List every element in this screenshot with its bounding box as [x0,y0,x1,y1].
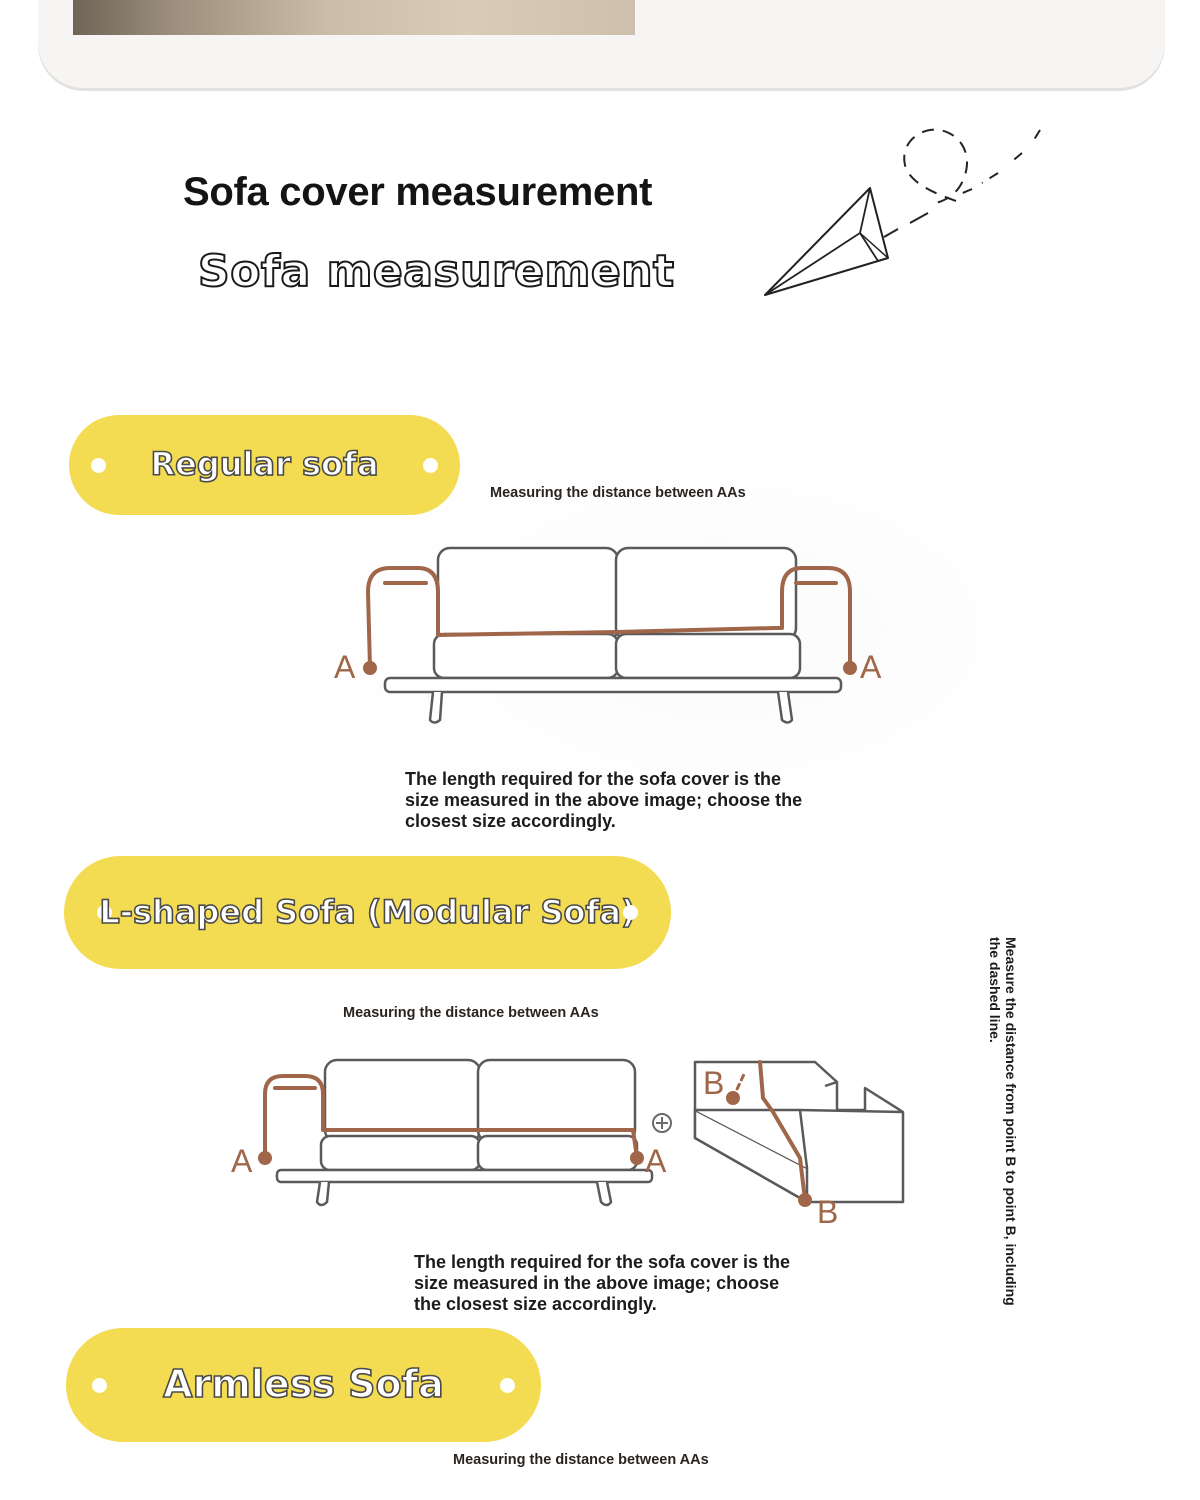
side-note: Measure the distance from point B to poi… [985,937,1019,1313]
point-a-marker [363,661,377,675]
badge-l-shaped-sofa: L-shaped Sofa (Modular Sofa) [64,856,671,969]
measure-caption: Measuring the distance between AAs [343,1005,599,1021]
point-b-label: B [817,1194,838,1230]
measure-caption: Measuring the distance between AAs [490,485,746,501]
point-a-label: A [860,649,882,685]
badge-dot [423,457,438,473]
side-note-text: Measure the distance from point B to poi… [987,937,1019,1306]
badge-dot [97,905,112,920]
badge-dot [623,905,638,920]
badge-armless-sofa: Armless Sofa [66,1328,541,1442]
badge-label: L-shaped Sofa (Modular Sofa) [99,892,637,932]
badge-label: Regular sofa [150,444,380,484]
badge-dot [92,1377,107,1393]
point-a-marker [630,1151,644,1165]
measure-description: The length required for the sofa cover i… [414,1252,791,1314]
point-b-label: B [703,1065,724,1101]
point-a-label: A [645,1143,667,1179]
page-title: Sofa cover measurement [183,170,653,214]
page-subtitle: Sofa measurement [197,245,675,298]
measure-description: The length required for the sofa cover i… [405,769,803,831]
regular-sofa-diagram: A A [334,546,882,724]
measure-caption: Measuring the distance between AAs [453,1452,709,1468]
badge-label: Armless Sofa [162,1361,444,1407]
point-a-marker [843,661,857,675]
point-a-label: A [231,1143,253,1179]
point-a-marker [258,1151,272,1165]
product-photo-strip [73,0,635,35]
badge-dot [500,1377,515,1393]
paper-plane-icon [764,128,1041,296]
point-b-marker [798,1193,812,1207]
l-shaped-sofa-diagram: A A B B [231,1058,905,1230]
point-a-label: A [334,649,356,685]
badge-dot [91,457,106,473]
point-b-marker [726,1091,740,1105]
plus-circle-icon [652,1113,672,1133]
badge-regular-sofa: Regular sofa [69,415,460,515]
